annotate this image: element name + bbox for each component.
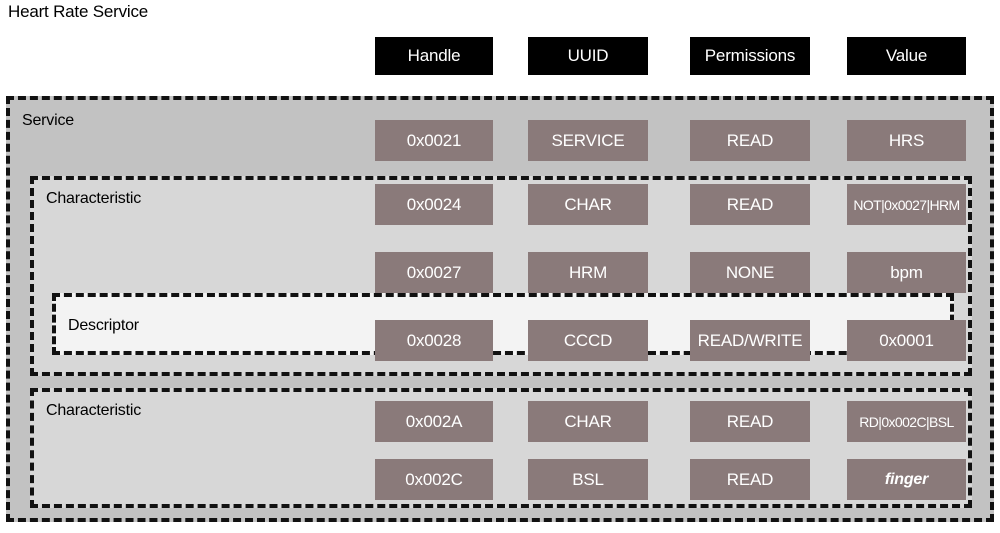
service-row-handle-cell: 0x0021 [375,120,493,161]
characteristic-2-declaration-row-uuid-cell: CHAR [528,401,648,442]
characteristic-container-1: Characteristic Descriptor [30,176,972,376]
service-row-uuid-cell: SERVICE [528,120,648,161]
characteristic-1-declaration-row-handle-cell: 0x0024 [375,184,493,225]
characteristic-1-value-row-uuid-cell: HRM [528,252,648,293]
column-header-uuid: UUID [528,37,648,75]
characteristic-2-value-row-permissions-cell: READ [690,459,810,500]
characteristic-container-2: Characteristic [30,388,972,508]
characteristic-1-value-row-permissions-cell: NONE [690,252,810,293]
characteristic-label-1: Characteristic [46,190,142,207]
descriptor-row-handle-cell: 0x0028 [375,320,493,361]
characteristic-2-value-row-value-cell: finger [847,459,966,500]
descriptor-container: Descriptor [52,293,954,355]
characteristic-2-declaration-row-permissions-cell: READ [690,401,810,442]
column-header-value: Value [847,37,966,75]
service-row-value-cell: HRS [847,120,966,161]
characteristic-1-value-row-value-cell: bpm [847,252,966,293]
descriptor-row-permissions-cell: READ/WRITE [690,320,810,361]
service-container: Service Characteristic Descriptor Charac… [6,96,994,522]
characteristic-2-declaration-row-value-cell: RD|0x002C|BSL [847,401,966,442]
characteristic-1-declaration-row-value-cell: NOT|0x0027|HRM [847,184,966,225]
characteristic-2-value-row-uuid-cell: BSL [528,459,648,500]
descriptor-row-uuid-cell: CCCD [528,320,648,361]
service-row-permissions-cell: READ [690,120,810,161]
characteristic-1-value-row-handle-cell: 0x0027 [375,252,493,293]
characteristic-label-2: Characteristic [46,402,142,419]
characteristic-1-declaration-row-permissions-cell: READ [690,184,810,225]
service-label: Service [22,112,74,129]
characteristic-1-declaration-row-uuid-cell: CHAR [528,184,648,225]
column-header-permissions: Permissions [690,37,810,75]
descriptor-label: Descriptor [68,317,139,334]
column-header-handle: Handle [375,37,493,75]
characteristic-2-value-row-handle-cell: 0x002C [375,459,493,500]
descriptor-row-value-cell: 0x0001 [847,320,966,361]
page-title: Heart Rate Service [8,2,149,21]
characteristic-2-declaration-row-handle-cell: 0x002A [375,401,493,442]
